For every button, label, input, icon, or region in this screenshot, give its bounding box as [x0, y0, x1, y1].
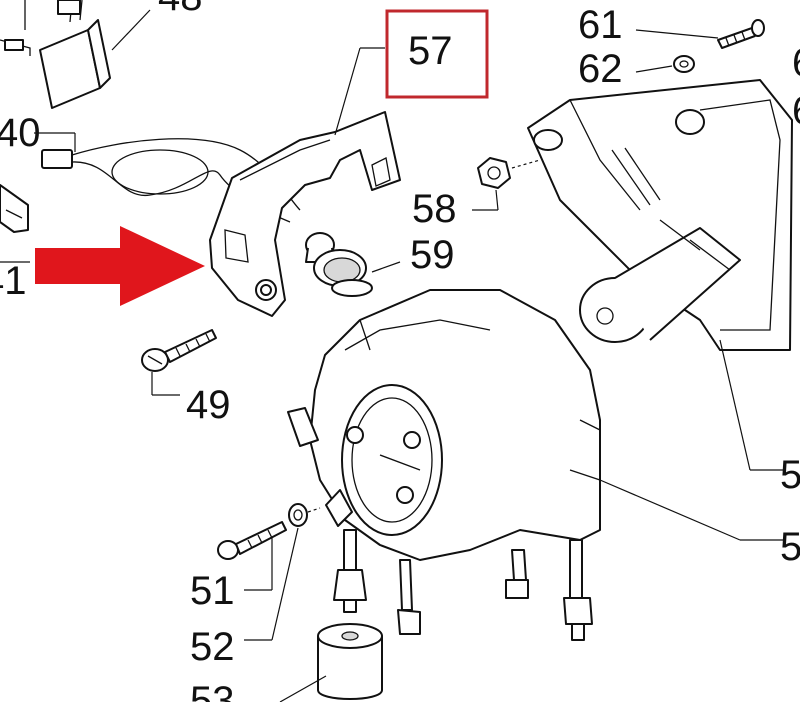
part-53-cylinder [317, 623, 383, 700]
part-41-bracket [0, 184, 29, 233]
part-62-washer [673, 55, 695, 73]
boiler-fittings [333, 529, 593, 641]
part-51-screw [217, 521, 287, 560]
label-6a: 6 [792, 41, 800, 85]
label-6b: 6 [792, 89, 800, 133]
part-48-switch [0, 0, 111, 109]
part-57-bracket [209, 111, 401, 317]
label-58: 58 [412, 187, 457, 231]
label-41: 41 [0, 259, 27, 303]
pump-housing [527, 79, 793, 351]
label-53: 53 [190, 679, 235, 702]
part-59-sensor [305, 232, 373, 297]
part-52-washer [288, 503, 308, 527]
label-5b: 5 [780, 525, 800, 569]
part-49-screw [141, 329, 217, 372]
part-58-nut [477, 157, 511, 189]
red-arrow-pointer [35, 226, 205, 306]
label-40: 40 [0, 111, 41, 155]
label-62: 62 [578, 47, 623, 91]
part-61-screw [717, 19, 765, 49]
label-49: 49 [186, 383, 231, 427]
label-48: 48 [158, 0, 203, 19]
boiler-body [287, 289, 601, 561]
label-59: 59 [410, 233, 455, 277]
label-5a: 5 [780, 453, 800, 497]
label-51: 51 [190, 569, 235, 613]
highlight-box-57 [385, 9, 489, 99]
label-57: 57 [408, 29, 453, 73]
label-52: 52 [190, 625, 235, 669]
label-61: 61 [578, 3, 623, 47]
